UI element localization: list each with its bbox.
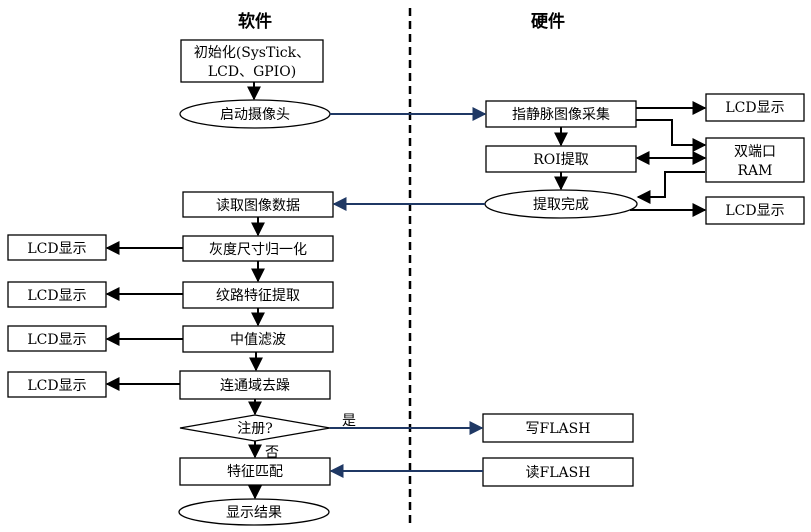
hardware-header: 硬件 — [531, 11, 565, 32]
init-label-line1: 初始化(SysTick、 — [194, 44, 310, 61]
software-header: 软件 — [238, 11, 272, 32]
yes-label: 是 — [342, 413, 356, 429]
median-filter-label: 中值滤波 — [230, 332, 286, 348]
lcd-display-label-hw-1: LCD显示 — [725, 100, 784, 116]
ram-label-line1: 双端口 — [734, 144, 776, 160]
feature-match-label: 特征匹配 — [227, 464, 283, 480]
texture-extract-label: 纹路特征提取 — [216, 288, 300, 304]
lcd-display-label-hw-2: LCD显示 — [725, 203, 784, 219]
show-result-label: 显示结果 — [226, 505, 282, 521]
lcd-display-label-2: LCD显示 — [27, 288, 86, 304]
roi-extract-label: ROI提取 — [533, 152, 589, 168]
no-label: 否 — [265, 445, 279, 461]
arrow-ram-to-done — [638, 172, 705, 197]
init-label-line2: LCD、GPIO) — [208, 64, 296, 80]
connected-denoise-label: 连通域去躁 — [220, 378, 290, 394]
start-camera-label: 启动摄像头 — [220, 107, 290, 123]
arrow-acquire-to-ram — [636, 120, 705, 145]
ram-label-line2: RAM — [738, 163, 773, 179]
read-image-label: 读取图像数据 — [216, 197, 300, 214]
acquire-label: 指静脉图像采集 — [512, 106, 610, 123]
write-flash-label: 写FLASH — [526, 421, 591, 437]
read-flash-label: 读FLASH — [526, 464, 591, 481]
lcd-display-label-3: LCD显示 — [27, 332, 86, 348]
gray-normalize-label: 灰度尺寸归一化 — [209, 241, 307, 258]
lcd-display-label-4: LCD显示 — [27, 378, 86, 394]
lcd-display-label-1: LCD显示 — [27, 241, 86, 257]
extract-done-label: 提取完成 — [533, 197, 589, 213]
register-label: 注册? — [237, 421, 273, 437]
